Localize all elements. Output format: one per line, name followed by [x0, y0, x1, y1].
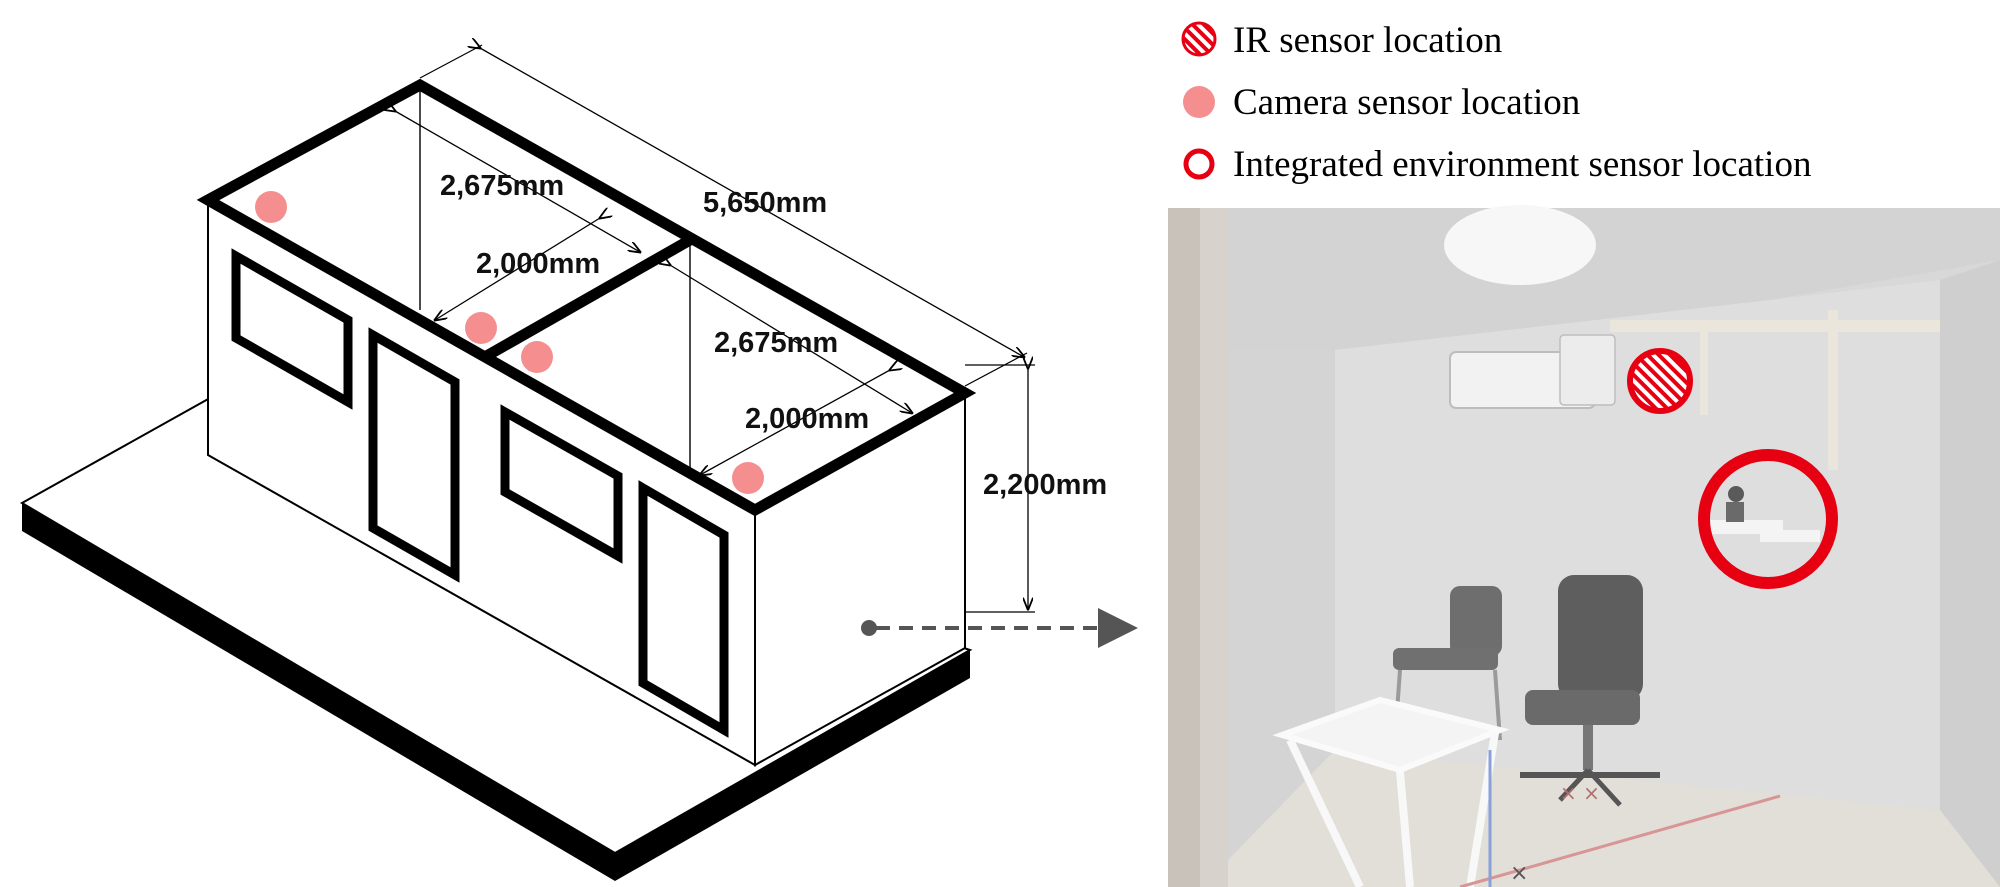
dim-line-total-length	[480, 48, 1024, 357]
dim-label-partition-a: 2,000mm	[476, 248, 600, 280]
ir-sensor-legend-icon	[1181, 21, 1217, 57]
room-photo: × × ×	[1168, 205, 2000, 887]
dim-label-width-a: 2,675mm	[440, 170, 564, 202]
camera-sensor-legend-icon	[1183, 86, 1215, 118]
legend-label-ir: IR sensor location	[1233, 20, 1502, 61]
camera-sensor-marker	[465, 312, 497, 344]
legend-label-environment: Integrated environment sensor location	[1233, 144, 1811, 185]
legend-label-camera: Camera sensor location	[1233, 82, 1580, 123]
building-diagram: 2,675mm 2,000mm 5,650mm 2,675mm 2,000mm …	[19, 45, 1107, 881]
window-right	[500, 404, 623, 564]
legend: IR sensor location Camera sensor locatio…	[1181, 20, 1811, 185]
dim-label-partition-b: 2,000mm	[745, 403, 869, 435]
svg-text:× ×: × ×	[1560, 781, 1600, 805]
environment-sensor-legend-icon	[1183, 148, 1215, 180]
pointer-arrow	[861, 608, 1138, 648]
dim-line-partition-b	[700, 370, 890, 475]
door-left	[368, 327, 460, 583]
svg-text:×: ×	[1510, 861, 1528, 886]
camera-sensor-marker	[521, 341, 553, 373]
camera-sensor-marker	[732, 462, 764, 494]
dim-label-width-b: 2,675mm	[714, 327, 838, 359]
door-right	[638, 480, 729, 738]
base-slab-right-face	[615, 650, 970, 881]
base-slab-left-face	[22, 503, 615, 881]
ir-sensor-photo-marker	[1627, 348, 1693, 414]
roof-frame	[196, 78, 977, 517]
dim-label-total-length: 5,650mm	[703, 187, 827, 219]
camera-sensor-marker	[255, 191, 287, 223]
dim-label-height: 2,200mm	[983, 469, 1107, 501]
window-left	[231, 248, 353, 410]
environment-sensor-photo-marker	[1698, 449, 1838, 589]
